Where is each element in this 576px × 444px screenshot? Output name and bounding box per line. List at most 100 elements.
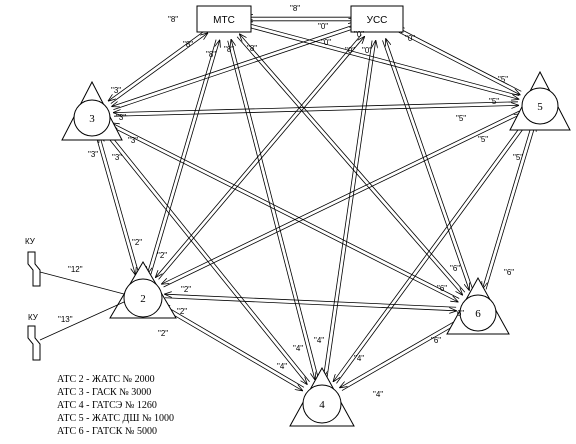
connection-line [240,34,466,293]
connection-line [334,119,526,382]
connection-line [163,305,305,388]
edge-label: "6" [454,309,464,318]
edge-label: "0" [318,22,328,31]
connection-line [100,136,140,274]
connection-lines [95,17,535,391]
node-atc5: 5 [509,70,571,131]
connection-line [95,136,135,275]
node-atc3-label: 3 [89,113,95,125]
legend-item: АТС 4 - ГАТСЭ № 1260 [57,400,157,411]
edge-label: "2" [158,329,168,338]
node-uss: УСС [350,5,404,33]
terminal-ku-2: КУ "13" [27,301,125,361]
connection-line [483,123,533,289]
connection-line [156,34,362,277]
connection-line [160,307,302,391]
edge-label: "0" [362,46,372,55]
connection-line [109,30,206,100]
edge-label: "5" [489,97,499,106]
connection-line [231,40,319,379]
connection-line [112,123,460,299]
edge-label: "4" [277,362,287,371]
edge-label: "4" [293,344,303,353]
edge-label: "4" [373,390,383,399]
edge-label: "5" [513,153,523,162]
connection-line [150,41,220,275]
terminal-ku-2-code: "13" [58,315,73,324]
edge-label: "8" [224,45,234,54]
edge-label: "4" [354,354,364,363]
connection-line [114,105,518,117]
edge-label: "2" [177,307,187,316]
edge-label: "4" [314,336,324,345]
node-atc2-label: 2 [140,293,146,305]
node-atc4-label: 4 [319,399,325,411]
connection-line [341,323,460,391]
edge-label: "0" [354,30,364,39]
edge-label: "6" [504,268,514,277]
edge-label: "3" [116,113,126,122]
edge-label: "5" [478,135,488,144]
edge-label: "2" [132,238,142,247]
node-atc4: 4 [289,366,355,427]
connection-line [340,319,459,387]
connection-line [382,40,470,289]
connection-line [323,40,373,378]
node-atc6-label: 6 [475,308,481,320]
edge-label: "6" [437,284,447,293]
connection-line [114,101,518,113]
edge-label: "2" [157,251,167,260]
edge-label: "3" [128,136,138,145]
node-mts-label: МТС [213,15,235,26]
node-atc2: 2 [109,261,177,319]
edge-label: "6" [450,264,460,273]
connection-line [236,36,462,295]
edge-label: "6" [431,336,441,345]
legend-item: АТС 2 - ЖАТС № 2000 [57,374,155,385]
edge-label: "8" [183,40,193,49]
edge-label: "8" [247,44,257,53]
connection-line [244,26,518,99]
node-mts: МТС [196,5,252,33]
edge-label: "2" [181,285,191,294]
node-atc5-label: 5 [537,101,543,113]
legend: АТС 2 - ЖАТС № 2000 АТС 3 - ГАСК № 3000 … [57,374,174,437]
connection-line [485,125,535,290]
edge-label: "0" [345,46,355,55]
connection-line [165,294,457,308]
legend-item: АТС 3 - ГАСК № 3000 [57,387,151,398]
edge-label: "8" [168,15,178,24]
terminal-ku-1-code: "12" [68,265,83,274]
edge-label: "3" [111,86,121,95]
connection-line [395,30,520,95]
connection-line [246,23,520,96]
legend-item: АТС 5 - ЖАТС ДШ № 1000 [57,413,174,424]
edge-label: "5" [456,114,466,123]
terminal-ku-2-label: КУ [28,313,39,322]
connection-line [227,40,315,379]
connection-line [110,126,458,302]
edge-label: "3" [112,153,122,162]
node-uss-label: УСС [367,15,388,26]
legend-item: АТС 6 - ГАТСК № 5000 [57,426,157,437]
connection-line [107,131,310,383]
edge-label: "3" [88,150,98,159]
terminal-ku-1: КУ "12" [25,237,125,295]
edge-label: "5" [498,75,508,84]
edge-label: "0" [321,38,331,47]
connection-line [386,39,473,289]
connection-line [104,132,306,384]
edge-label: "8" [290,4,300,13]
edge-label: "8" [206,50,216,59]
node-atc6: 6 [446,276,510,335]
connection-line [147,39,217,274]
node-atc3: 3 [61,80,123,141]
connection-line [164,297,456,311]
connection-line [326,41,376,379]
connection-line [336,122,528,384]
edge-label: "0" [405,34,415,43]
terminal-ku-1-label: КУ [25,237,36,246]
connection-line [163,114,521,288]
connection-line [397,27,522,92]
